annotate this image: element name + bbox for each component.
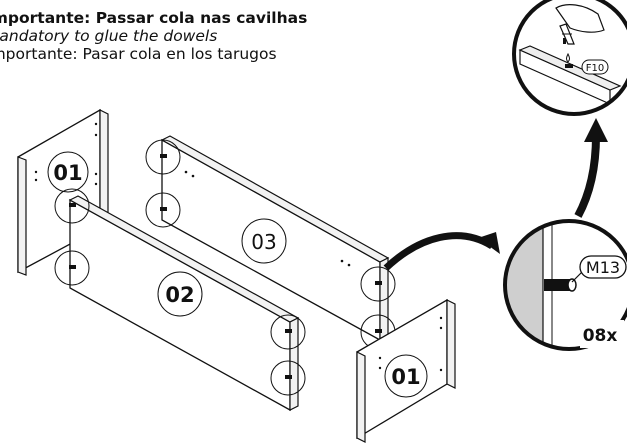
dowel-code-badge (579, 255, 627, 279)
dowel-circles-back (145, 139, 396, 350)
right-side-panel (356, 298, 456, 443)
quantity-bg (580, 320, 624, 348)
glue-detail (512, 0, 627, 116)
instruction-notes: Importante: Passar cola nas cavilhas Man… (0, 9, 307, 63)
arrow-to-dowel-detail (383, 232, 500, 271)
dowel-circles-front (54, 188, 306, 396)
part-label-01-right: 01 (391, 365, 420, 389)
instruction-pt: Importante: Passar cola nas cavilhas (0, 9, 308, 27)
glue-code-badge (581, 59, 609, 75)
front-panel (68, 195, 300, 412)
part-label-02: 02 (165, 283, 194, 307)
part-label-01-left: 01 (53, 161, 82, 185)
glue-code: F10 (586, 63, 604, 74)
arrow-to-glue-detail (574, 118, 608, 218)
part-label-circle-03 (241, 218, 287, 264)
dowel-detail (503, 219, 627, 351)
part-label-circle-01-left (47, 151, 89, 193)
quantity-label: 08x (583, 326, 618, 346)
instruction-es: Importante: Pasar cola en los tarugos (0, 45, 277, 63)
dowel-code: M13 (586, 258, 620, 277)
part-label-03: 03 (251, 230, 276, 254)
instruction-en: Mandatory to glue the dowels (0, 27, 218, 45)
part-label-circle-02 (157, 271, 203, 317)
part-label-circle-01-right (384, 354, 428, 398)
